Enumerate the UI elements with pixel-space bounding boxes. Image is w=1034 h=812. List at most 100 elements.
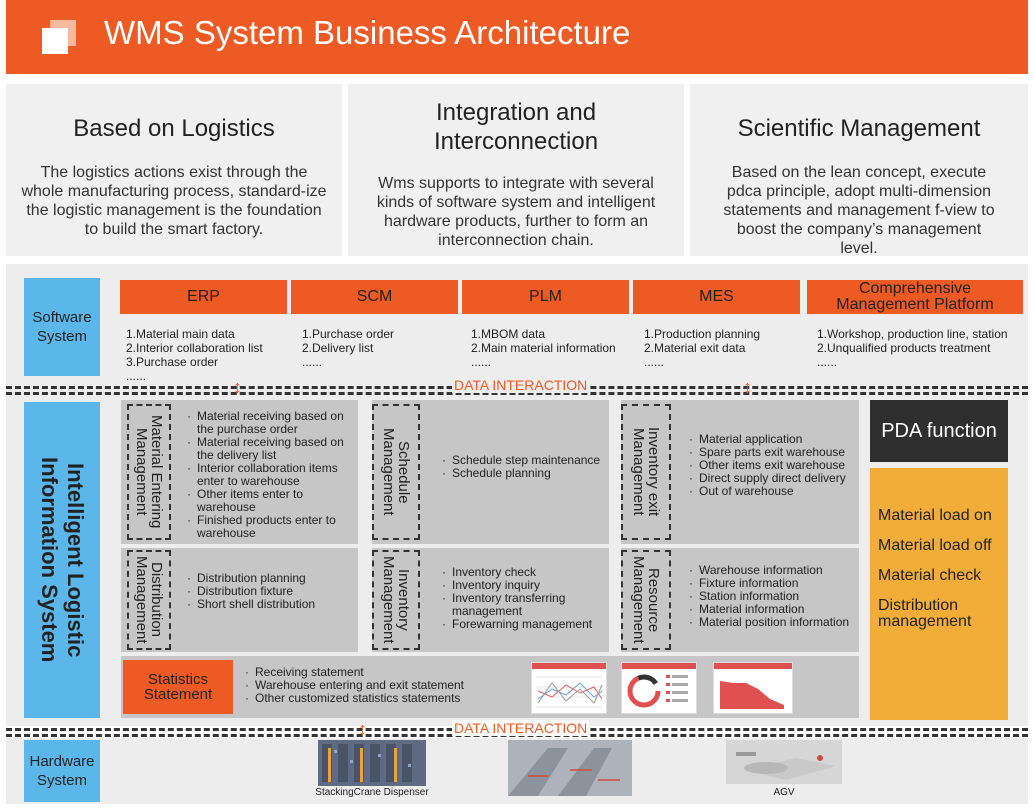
list-item: Material check: [878, 567, 982, 584]
pillar-title: Integration and Interconnection: [433, 99, 599, 155]
list-item: 1.MBOM data: [471, 327, 546, 341]
list-item: Interior collaboration items enter to wa…: [187, 462, 352, 488]
list-item: Schedule step maintenance: [442, 454, 607, 468]
arrow-updown-icon: ↕: [358, 719, 367, 739]
module-inventory: Inventory Management Inventory check Inv…: [372, 548, 609, 652]
device-caption: StackingCrane Dispenser: [315, 787, 429, 798]
list-item: ......: [644, 355, 665, 369]
pda-function-title: PDA function: [870, 400, 1008, 462]
list-item: Material load on: [878, 507, 992, 524]
module-items: Distribution planning Distribution fixtu…: [187, 572, 355, 612]
donut-chart-icon: [627, 674, 688, 708]
arrow-updown-icon: ↕: [233, 377, 242, 397]
list-item: 3.Purchase order: [126, 355, 219, 369]
logo-icon: [42, 20, 78, 54]
area-chart-thumbnail: [713, 662, 793, 714]
list-item: Material load off: [878, 537, 992, 554]
list-item: 2.Unqualified products treatment: [817, 341, 991, 355]
module-items: Material receiving based on the purchase…: [187, 410, 352, 540]
system-header-platform: Comprehensive Management Platform: [807, 280, 1023, 314]
platform-items: 1.Workshop, production line, station 2.U…: [817, 327, 1027, 369]
pillar-description: Based on the lean concept, execute pdca …: [723, 164, 995, 257]
stacking-crane-image: [318, 740, 426, 786]
list-item: Material receiving based on the purchase…: [187, 410, 352, 436]
agv-image: [726, 740, 842, 784]
mes-items: 1.Production planning 2.Material exit da…: [644, 327, 804, 369]
list-item: 2.Interior collaboration list: [126, 341, 263, 355]
list-item: 1.Material main data: [126, 327, 235, 341]
plm-items: 1.MBOM data 2.Main material information …: [471, 327, 631, 369]
ils-label-text: Intelligent Logistic Information System: [37, 457, 88, 663]
list-item: Material application: [689, 433, 857, 447]
list-item: Forewarning management: [442, 618, 607, 632]
list-item: Other customized statistics statements: [245, 692, 515, 706]
list-item: 2.Main material information: [471, 341, 616, 355]
list-item: Fixture information: [689, 577, 857, 591]
list-item: Direct supply direct delivery: [689, 472, 857, 486]
arrow-updown-icon: ↕: [743, 377, 752, 397]
pillar-description: The logistics actions exist through the …: [21, 164, 327, 238]
list-item: 2.Material exit data: [644, 341, 746, 355]
system-header-mes: MES: [633, 280, 800, 314]
list-item: ......: [126, 369, 147, 383]
system-header-erp: ERP: [120, 280, 287, 314]
list-item: Inventory check: [442, 566, 607, 580]
line-chart-thumbnail: [531, 662, 607, 714]
statistics-items: Receiving statement Warehouse entering a…: [245, 666, 515, 706]
pillar-logistics: Based on Logistics The logistics actions…: [6, 84, 342, 256]
data-interaction-label: DATA INTERACTION: [452, 720, 590, 736]
module-label: Schedule Management: [372, 404, 420, 540]
pillar-title: Scientific Management: [737, 115, 981, 142]
list-item: Inventory inquiry: [442, 579, 607, 593]
erp-items: 1.Material main data 2.Interior collabor…: [126, 327, 291, 383]
statistics-label: Statistics Statement: [123, 660, 233, 714]
system-header-scm: SCM: [291, 280, 458, 314]
list-item: ......: [817, 355, 838, 369]
module-items: Inventory check Inventory inquiry Invent…: [442, 566, 607, 632]
pillar-scientific: Scientific Management Based on the lean …: [690, 84, 1028, 257]
module-items: Schedule step maintenance Schedule plann…: [442, 454, 607, 481]
device-caption: AGV: [773, 787, 795, 798]
list-item: Warehouse information: [689, 564, 857, 578]
module-label: Material Entering Management: [127, 404, 171, 540]
module-items: Material application Spare parts exit wa…: [689, 433, 857, 499]
list-item: Distribution planning: [187, 572, 355, 586]
scm-items: 1.Purchase order 2.Delivery list ......: [302, 327, 457, 369]
module-label: Inventory Management: [372, 550, 420, 650]
list-item: 2.Delivery list: [302, 341, 374, 355]
module-inventory-exit: Inventory exit Management Material appli…: [621, 400, 859, 544]
pillar-integration: Integration and Interconnection Wms supp…: [348, 84, 684, 256]
module-resource: Resource Management Warehouse informatio…: [621, 548, 859, 652]
list-item: Warehouse entering and exit statement: [245, 679, 515, 693]
page-title: WMS System Business Architecture: [104, 14, 631, 51]
warehouse-rack-image: [508, 740, 632, 796]
module-label: Inventory exit Management: [621, 404, 671, 540]
module-items: Warehouse information Fixture informatio…: [689, 564, 857, 630]
module-label: Distribution Management: [127, 550, 171, 650]
module-statistics: Statistics Statement Receiving statement…: [121, 656, 859, 718]
pillar-description: Wms supports to integrate with several k…: [376, 175, 656, 249]
module-schedule: Schedule Management Schedule step mainte…: [372, 400, 609, 544]
system-header-plm: PLM: [462, 280, 629, 314]
agv-icon: [726, 740, 842, 784]
list-item: Material position information: [689, 616, 857, 630]
list-item: Out of warehouse: [689, 485, 857, 499]
warehouse-rack-icon: [508, 740, 632, 796]
stacking-crane-icon: [318, 740, 426, 786]
list-item: Distribution fixture: [187, 585, 355, 599]
pda-function-list: Material load on Material load off Mater…: [870, 468, 1008, 720]
list-item: 1.Production planning: [644, 327, 761, 341]
list-item: Other items exit warehouse: [689, 459, 857, 473]
module-material-entering: Material Entering Management Material re…: [121, 400, 358, 544]
list-item: Inventory transferring management: [442, 592, 607, 618]
list-item: Material information: [689, 603, 857, 617]
list-item: Material receiving based on the delivery…: [187, 436, 352, 462]
list-item: Spare parts exit warehouse: [689, 446, 857, 460]
list-item: Short shell distribution: [187, 598, 355, 612]
list-item: 1.Purchase order: [302, 327, 395, 341]
list-item: Receiving statement: [245, 666, 515, 680]
area-chart-icon: [720, 681, 784, 709]
list-item: Distribution management: [878, 597, 972, 630]
module-label: Resource Management: [621, 550, 671, 650]
donut-chart-thumbnail: [621, 662, 697, 714]
